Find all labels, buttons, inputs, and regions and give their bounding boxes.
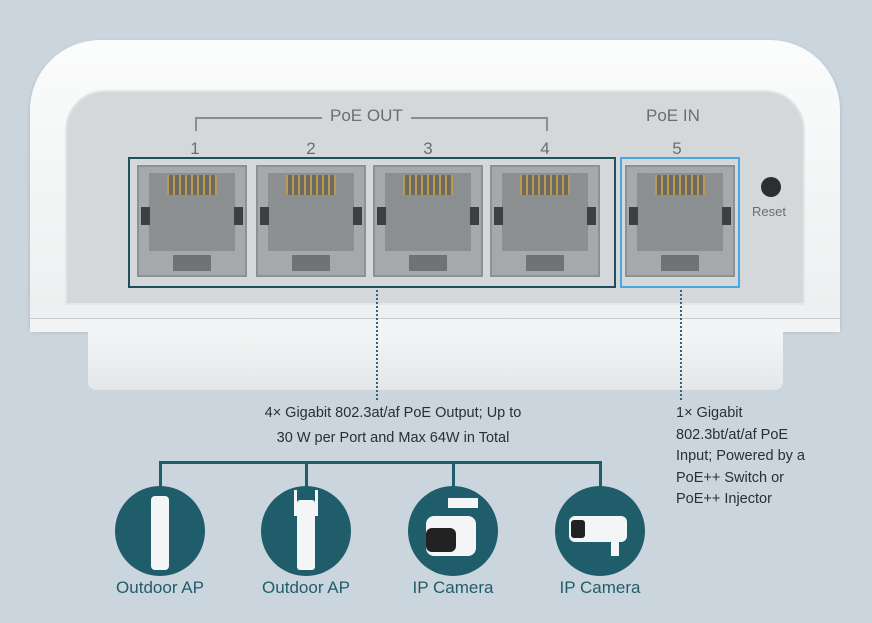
poe-out-label: PoE OUT — [322, 106, 411, 126]
desc-line: 1× Gigabit — [676, 405, 743, 421]
poe-out-highlight — [128, 157, 616, 288]
connection-branch — [159, 461, 162, 487]
housing-base — [88, 330, 783, 390]
port-number: 2 — [306, 139, 316, 158]
connection-branch — [452, 461, 455, 487]
port-number: 1 — [190, 139, 200, 158]
connection-branch — [305, 461, 308, 487]
rj45-port-4 — [490, 165, 600, 277]
desc-line: 30 W per Port and Max 64W in Total — [276, 430, 510, 446]
poe-in-label: PoE IN — [646, 106, 700, 125]
port-number: 3 — [423, 139, 433, 158]
desc-line: 802.3bt/at/af PoE — [676, 426, 789, 443]
desc-line: Input; Powered by a — [676, 448, 805, 464]
pan-tilt-camera-icon — [408, 486, 498, 576]
port-number: 5 — [672, 139, 682, 158]
poe-input-description: 1× Gigabit 802.3bt/at/af PoE Input; Powe… — [676, 403, 805, 511]
input-callout-line — [680, 290, 682, 400]
rj45-port-3 — [373, 165, 483, 277]
rj45-port-1 — [137, 165, 247, 277]
connection-branch — [599, 461, 602, 487]
connection-tree — [159, 461, 602, 464]
rj45-port-5 — [625, 165, 735, 277]
reset-label: Reset — [752, 204, 786, 219]
poe-in-highlight — [620, 157, 740, 288]
housing-rim — [30, 318, 840, 332]
desc-line: 4× Gigabit 802.3at/af PoE Output; Up to — [264, 405, 522, 421]
reset-button[interactable] — [761, 177, 781, 197]
output-callout-line — [376, 290, 378, 400]
outdoor-ap-antenna-icon — [261, 486, 351, 576]
port-number: 4 — [540, 139, 550, 158]
outdoor-ap-icon — [115, 486, 205, 576]
poe-output-description: 4× Gigabit 802.3at/af PoE Output; Up to … — [200, 401, 586, 451]
desc-line: PoE++ Switch or — [676, 469, 784, 486]
device-label: Outdoor AP — [116, 578, 204, 597]
device-label: IP Camera — [412, 578, 494, 597]
desc-line: PoE++ Injector — [676, 491, 772, 507]
bullet-camera-icon — [555, 486, 645, 576]
device-label: IP Camera — [559, 578, 641, 597]
rj45-port-2 — [256, 165, 366, 277]
device-label: Outdoor AP — [262, 578, 350, 597]
